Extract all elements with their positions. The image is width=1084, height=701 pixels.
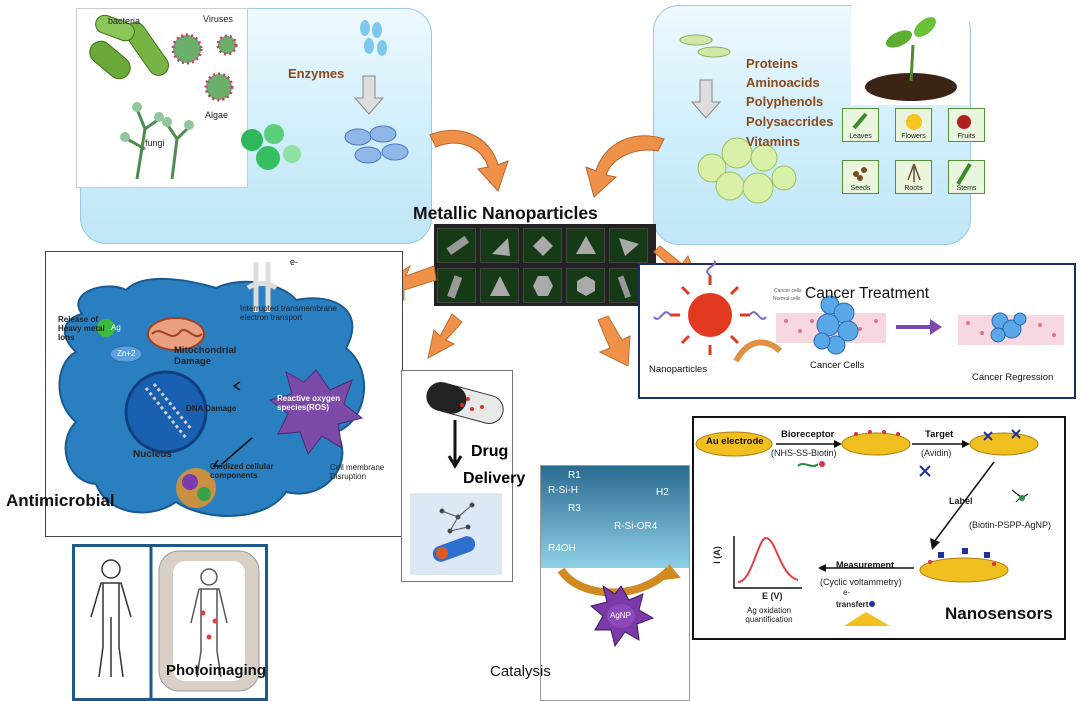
release-label: Release of Heavy metal Ions: [58, 315, 105, 342]
virus-icon: [171, 33, 238, 102]
enzyme-cluster-icon: [344, 125, 409, 164]
membrane-label: Cell membrane Disruption: [330, 463, 385, 481]
plant-leaves: Leaves: [842, 108, 879, 142]
down-arrow-icon: [353, 75, 385, 115]
enzymes-label: Enzymes: [288, 66, 345, 81]
eminus-label: e-: [843, 588, 851, 597]
oxidized-label: Oxidized cellular components: [210, 462, 274, 480]
nucleus-label: Nucleus: [133, 449, 172, 460]
tem-cell: [566, 268, 605, 303]
tem-cell: [609, 228, 648, 263]
nanosensors-panel: [692, 416, 1066, 640]
ev-label: E (V): [762, 591, 783, 601]
catalysis-agnp: AgNP: [610, 611, 631, 620]
cv-label: (Cyclic voltammetry): [820, 577, 902, 587]
catalysis-r1: R1: [568, 470, 581, 481]
zn-label: Zn+2: [117, 349, 136, 358]
bacteria-label: bacteria: [108, 16, 141, 26]
cancer-illustration: [653, 260, 1064, 363]
seedling-icon: [865, 17, 957, 101]
compound-polyphenols: Polyphenols: [746, 94, 824, 109]
cancer-cells-label: Cancer Cells: [810, 360, 865, 371]
biotin-label: (Biotin-PSPP-AgNP): [969, 520, 1052, 530]
catalysis-sih: R-Si-H: [548, 485, 578, 496]
compound-polysaccrides: Polysaccrides: [746, 114, 834, 129]
catalysis-title: Catalysis: [490, 663, 551, 680]
arrow-to-catalysis-icon: [597, 315, 631, 367]
algae-icon: [241, 124, 301, 170]
plant-stems: Stems: [948, 160, 985, 194]
tem-cell: [437, 228, 476, 263]
curved-arrow-left-icon: [429, 130, 509, 192]
cancer-cells-small: Cancer cells: [774, 288, 802, 294]
curved-arrow-right-icon: [585, 135, 665, 198]
catalysis-panel: [540, 465, 690, 701]
compound-vitamins: Vitamins: [746, 134, 800, 149]
cancer-panel: [638, 260, 1076, 399]
plant-nanoparticles-icon: [697, 137, 797, 204]
drug-capsule-illustration: [410, 382, 504, 575]
plant-down-arrow-icon: [690, 79, 722, 119]
seedling-image: [851, 5, 969, 105]
antimicrobial-panel: [45, 251, 403, 537]
plant-part-icons: [852, 112, 972, 186]
cell-blob-illustration: [58, 262, 366, 517]
tem-cell: [523, 228, 562, 263]
catalysis-illustration: [541, 466, 689, 648]
nanoparticles-label: Nanoparticles: [649, 364, 708, 375]
avidin-label: (Avidin): [921, 448, 952, 458]
bacteria-icon: [89, 14, 169, 80]
normal-cells-small: Normal cells: [773, 296, 801, 302]
arrow-to-drug-icon: [427, 313, 463, 359]
photoimaging-illustration: [90, 547, 260, 698]
center-title: Metallic Nanoparticles: [413, 203, 598, 223]
cancer-title: Cancer Treatment: [805, 285, 930, 302]
tem-cell: [437, 268, 476, 303]
mito-label: Mitochondrial Damage: [174, 345, 237, 367]
viruses-label: Viruses: [203, 14, 233, 24]
drug-down-arrow-icon: [447, 420, 463, 469]
antimicrobial-title: Antimicrobial: [6, 491, 115, 510]
dna-label: DNA Damage: [186, 404, 237, 413]
ros-label: Reactive oxygen species(ROS): [277, 394, 341, 412]
nanoparticle-tem-grid: [434, 224, 656, 306]
nanosensor-illustration: [695, 429, 1039, 626]
photoimaging-panel: [72, 544, 268, 701]
catalysis-r3: R3: [568, 503, 581, 514]
ia-label: I (A): [711, 546, 722, 564]
label-label: Label: [949, 496, 973, 506]
target-label: Target: [925, 429, 954, 440]
catalysis-sior: R-Si-OR4: [614, 521, 658, 532]
cancer-regression-label: Cancer Regression: [972, 372, 1054, 383]
au-electrode-label: Au electrode: [706, 436, 764, 447]
drug-delivery-panel: [401, 370, 513, 582]
plant-slices-icon: [679, 34, 731, 58]
nhs-label: (NHS-SS-Biotin): [771, 448, 837, 458]
microbes-image: [76, 8, 248, 188]
transmembrane-label: Interrupted transmembrane electron trans…: [240, 304, 337, 322]
tem-cell: [480, 268, 519, 303]
enzyme-capsules-icon: [360, 20, 387, 56]
catalysis-h2: H2: [656, 487, 669, 498]
fungi-label: fungi: [145, 138, 165, 148]
drug-label-1: Drug: [471, 443, 509, 460]
compound-proteins: Proteins: [746, 56, 799, 71]
agox-label: Ag oxidation quantification: [745, 606, 793, 624]
measurement-label: Measurement: [836, 560, 895, 570]
compound-aminoacids: Aminoacids: [746, 75, 820, 90]
electron-label: e-: [290, 257, 299, 267]
algae-label: Algae: [205, 110, 229, 120]
microbes-illustration: [89, 14, 238, 180]
drug-label-2: Delivery: [463, 470, 526, 487]
photoimaging-title: Photoimaging: [166, 662, 266, 679]
tem-cell: [523, 268, 562, 303]
bioreceptor-label: Bioreceptor: [781, 429, 835, 440]
nanosensors-title: Nanosensors: [945, 604, 1053, 623]
transfert-label: transfert: [836, 600, 869, 609]
catalysis-roh: R4OH: [548, 543, 576, 554]
tem-cell: [566, 228, 605, 263]
nanoparticle-icon: [653, 260, 767, 355]
tem-cell: [480, 228, 519, 263]
ag-label: Ag: [111, 323, 121, 332]
